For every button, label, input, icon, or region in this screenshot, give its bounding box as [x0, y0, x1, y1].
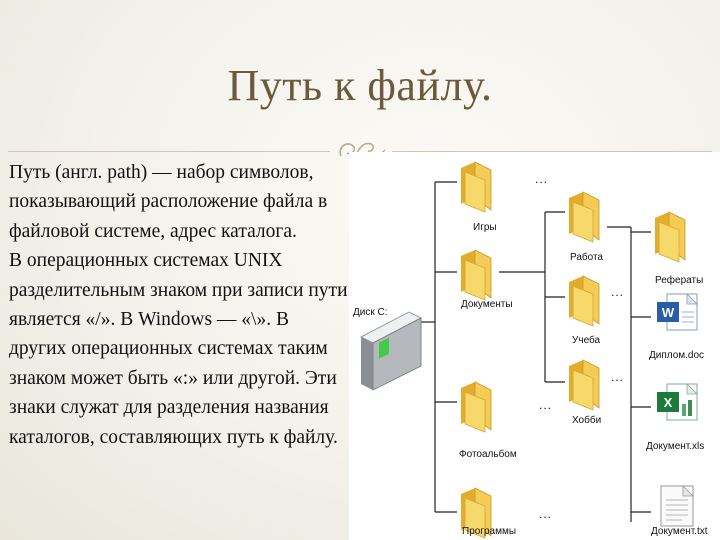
word-document-icon: W [657, 294, 697, 330]
folder-icon-photoalbum [461, 382, 491, 432]
study-more-ellipsis: ... [611, 285, 624, 299]
folder-label-study: Учеба [572, 335, 600, 346]
file-tree-diagram: W X Диск С: Игры Документы Фотоальбом Пр [349, 152, 720, 540]
hobby-more-ellipsis: ... [611, 370, 624, 384]
svg-text:X: X [664, 395, 673, 410]
text-file-icon [661, 486, 693, 526]
hard-drive-icon [361, 312, 421, 390]
folder-icon-games [461, 162, 491, 212]
drive-label: Диск С: [353, 307, 388, 318]
slide-title: Путь к файлу. [0, 60, 720, 111]
folder-label-work: Работа [570, 252, 603, 263]
folder-icon-hobby [569, 360, 599, 410]
paragraph-definition: Путь (англ. path) — набор символов, пока… [9, 162, 327, 242]
folder-label-photoalbum: Фотоальбом [459, 449, 517, 460]
tree-connectors: W X [349, 152, 720, 540]
folder-icon-documents [461, 250, 491, 300]
file-label-diploma-doc: Диплом.doc [649, 350, 704, 361]
games-more-ellipsis: ... [535, 172, 548, 186]
svg-text:W: W [662, 305, 675, 320]
body-text: Путь (англ. path) — набор символов, пока… [9, 158, 349, 452]
excel-document-icon: X [657, 384, 697, 420]
title-divider-left [8, 151, 330, 152]
folder-icon-reports [655, 212, 685, 262]
programs-more-ellipsis: ... [539, 507, 552, 521]
folder-label-games: Игры [473, 222, 497, 233]
folder-icon-work [569, 192, 599, 242]
file-label-document-xls: Документ.xls [646, 441, 704, 452]
folder-label-hobby: Хобби [572, 415, 601, 426]
photoalbum-more-ellipsis: ... [539, 398, 552, 412]
folder-label-programs: Программы [462, 526, 516, 537]
file-label-document-txt: Документ.txt [651, 526, 708, 537]
folder-label-documents: Документы [461, 299, 513, 310]
paragraph-separators: В операционных системах UNIX разделитель… [9, 250, 348, 447]
folder-label-reports: Рефераты [655, 275, 703, 286]
folder-icon-study [569, 276, 599, 326]
